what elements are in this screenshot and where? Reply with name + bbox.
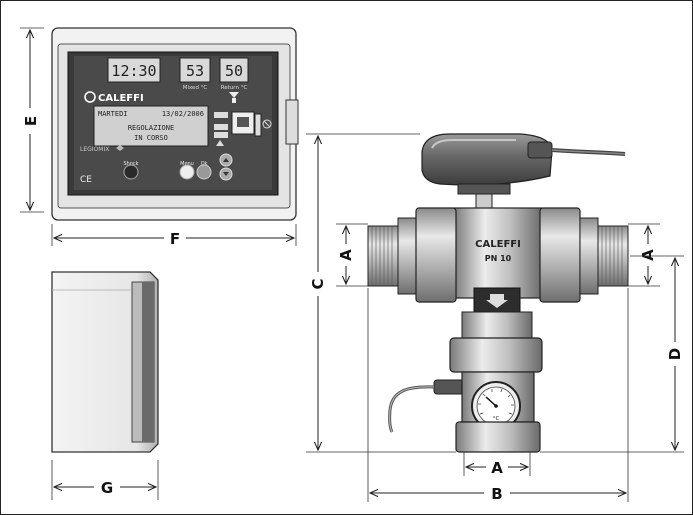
dimension-c: C [306,133,456,453]
temperature-probe [433,379,465,395]
bottom-outlet [455,421,541,453]
clock-display [107,57,161,83]
faucet-icon [229,92,239,103]
no-symbol-icon [262,119,272,129]
gauge-needle [485,396,497,407]
return-label: Return °C [221,85,248,91]
actuator [421,133,553,186]
shock-label: Shock [123,161,138,167]
warning-icon [216,140,224,146]
controller-brand: CALEFFI [98,93,144,104]
dimension-a-right: A [628,223,660,287]
ok-label: Ok [201,161,208,167]
controller-side-view [51,271,159,453]
dimension-f: F [51,224,297,248]
shock-button[interactable] [123,164,139,180]
left-thread [367,225,399,287]
switch-slot [254,113,262,137]
ok-button[interactable] [196,164,212,180]
caleffi-logo-icon [84,91,96,103]
dimension-e: E [20,27,44,213]
dimension-f-label: F [170,230,180,248]
menu-label: Menu [180,161,194,167]
menu-button[interactable] [179,164,195,180]
dimension-a-left-label: A [337,249,355,261]
left-union-nut [415,207,457,303]
text-lcd [93,105,209,147]
valve-brand: CALEFFI [475,239,521,250]
return-value: 50 [225,62,243,80]
dimension-d: D [540,255,684,453]
cable-gland [527,141,553,159]
lower-union [449,337,543,373]
dimension-g: G [51,460,159,500]
up-arrow-icon [223,158,229,162]
legiomix-label: LEGIOMIX [80,146,109,153]
status-icon-2 [214,124,228,130]
status-icon-3 [214,132,228,138]
dimension-e-label: E [22,116,40,126]
dimension-b-label: B [491,485,502,503]
dimension-a-left: A [336,223,368,287]
mixed-value: 53 [186,62,204,80]
right-union-nut [539,207,581,303]
legiomix-logo-icon [116,145,124,151]
mixed-display [179,57,211,83]
mixed-label: Mixed °C [183,85,208,91]
clock-text: 12:30 [111,62,156,80]
status-icon-1 [214,112,228,118]
dimension-g-label: G [101,479,113,497]
return-display [219,57,249,83]
flow-arrow-icon [486,294,508,308]
valve-assembly: CALEFFI PN 10 [367,133,629,453]
dimension-a-bottom-label: A [491,459,503,477]
lcd-status-1: REGOLAZIONE [128,124,174,132]
lcd-day: MARTEDI [98,110,128,118]
gauge-unit: °C [493,416,500,422]
dimension-a-bottom: A [463,452,531,477]
dimension-d-label: D [666,348,684,360]
valve-body [453,207,543,299]
lcd-status-2: IN CORSO [134,134,168,142]
dimension-a-right-label: A [639,249,657,261]
ce-mark: CE [80,175,92,185]
lcd-date: 13/02/2006 [162,110,204,118]
controller-front-view: 12:30 53 Mixed °C 50 Return °C CALEFFI M… [51,27,299,221]
dimension-c-label: C [309,278,327,289]
dimension-b: B [367,288,629,503]
hinge [285,99,299,145]
valve-model: PN 10 [485,254,512,263]
down-arrow-icon [223,172,229,176]
right-thread [597,225,629,287]
